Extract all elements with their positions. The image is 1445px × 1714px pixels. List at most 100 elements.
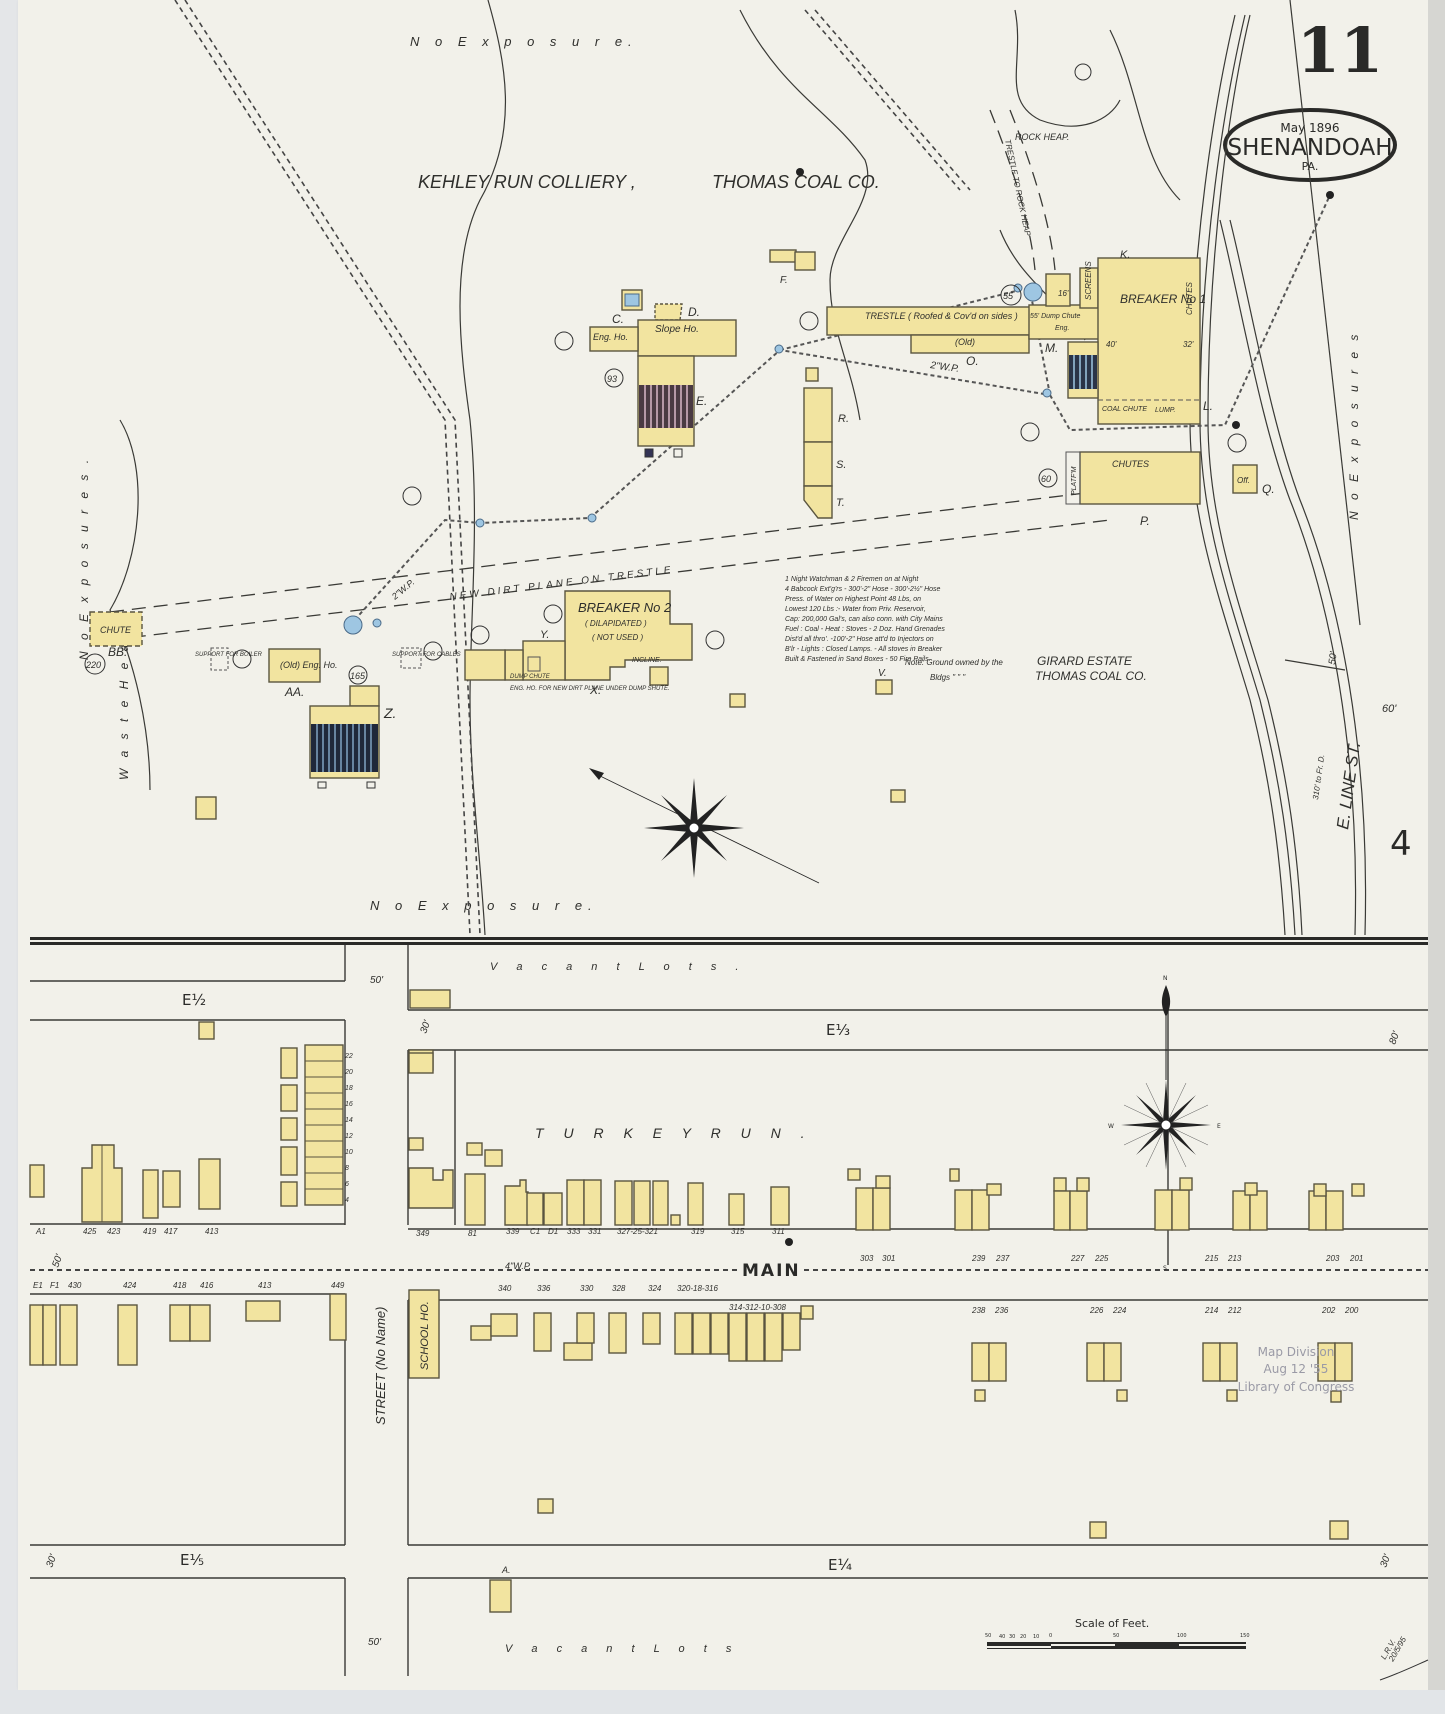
trestle-tracks: [174, 0, 971, 936]
svg-text:319: 319: [691, 1227, 705, 1236]
svg-text:238: 238: [971, 1306, 986, 1315]
svg-text:Map Division: Map Division: [1258, 1345, 1335, 1359]
letter-m: M.: [1045, 341, 1058, 355]
support-boiler-label: SUPPORT FOR BOILER: [195, 652, 263, 658]
width-50-bottom: 50': [368, 1637, 382, 1648]
chute-bb: [89, 611, 143, 647]
main-water-pipe-label: 4"W.P.: [505, 1261, 531, 1271]
breaker-2-note: ENG. HO. FOR NEW DIRT PLANE UNDER DUMP S…: [510, 686, 670, 692]
old-engine-house-label: (Old) Eng. Ho.: [280, 660, 338, 670]
svg-text:227: 227: [1070, 1254, 1085, 1263]
letter-x: X.: [589, 683, 601, 697]
turkey-run-label: T U R K E Y R U N .: [535, 1125, 813, 1141]
blacksmith-carpenter-shed: [803, 367, 833, 519]
svg-text:Bldgs " " ": Bldgs " " ": [930, 673, 966, 682]
svg-text:N: N: [1163, 975, 1168, 982]
svg-text:50: 50: [1113, 1633, 1119, 1639]
buildings-north-of-main: [29, 989, 1365, 1231]
svg-text:B'lr - Lights : Closed Lamps.: B'lr - Lights : Closed Lamps. - All stov…: [785, 646, 943, 653]
old-engine-house: [268, 648, 321, 683]
svg-text:20: 20: [344, 1069, 353, 1076]
svg-text:10: 10: [345, 1149, 353, 1156]
fire-plug-icon: [372, 618, 382, 628]
width-80: 80': [1387, 1029, 1402, 1046]
height-93: 93: [607, 374, 617, 384]
compass-rose-top: [589, 768, 820, 884]
pipe-label-2in: 2"W.P.: [929, 360, 960, 375]
street-lines: [30, 945, 1428, 1676]
street-main: MAIN: [742, 1261, 801, 1281]
svg-text:W: W: [1108, 1123, 1114, 1130]
addresses-south: E1 F1 430 424 418 416 413 449 340 336 33…: [33, 1281, 1359, 1315]
height-55: 55: [1003, 291, 1014, 301]
school-house: [408, 1289, 440, 1379]
svg-text:336: 336: [537, 1284, 551, 1293]
section-divider: [30, 937, 1428, 940]
surveyor-initials: L.R.V. 20/5/95: [1379, 1635, 1429, 1681]
svg-text:THOMAS COAL CO.: THOMAS COAL CO.: [1035, 669, 1147, 683]
svg-text:Built & Fastened in Sand Boxes: Built & Fastened in Sand Boxes - 50 Fire…: [785, 656, 931, 663]
trestle-to-rock-heap: TRESTLE TO ROCK HEAP: [1003, 139, 1032, 238]
svg-text:A1: A1: [35, 1227, 46, 1236]
water-tank-icon: [1023, 282, 1043, 302]
letter-aa: AA.: [284, 685, 304, 699]
dump-chute-label-2: DUMP CHUTE: [510, 674, 551, 680]
svg-text:0: 0: [1049, 1633, 1052, 1639]
svg-text:12: 12: [345, 1133, 353, 1140]
letter-l: L.: [1203, 399, 1213, 413]
svg-text:30: 30: [1009, 1634, 1015, 1640]
letter-d: D.: [688, 305, 700, 319]
svg-text:18: 18: [345, 1085, 353, 1092]
breaker-1-h40: 40': [1106, 340, 1117, 349]
street-e-third: E⅓: [826, 1021, 850, 1039]
letter-c: C.: [612, 312, 624, 326]
svg-text:214: 214: [1204, 1306, 1219, 1315]
breaker-chutes-label: CHUTES: [1185, 281, 1194, 315]
no-exposure-bottom: N o E x p o s u r e.: [370, 898, 598, 913]
incline-label: INCLINE.: [632, 657, 662, 664]
svg-text:150: 150: [1240, 1633, 1250, 1639]
chutes-building: [1065, 451, 1201, 505]
svg-text:328: 328: [612, 1284, 626, 1293]
svg-text:10: 10: [1033, 1634, 1039, 1640]
svg-text:327-25-321: 327-25-321: [617, 1227, 658, 1236]
building-z: [309, 685, 380, 789]
powder-house: [890, 789, 906, 803]
water-tank-icon: [343, 615, 363, 635]
hydrant-icon: [1232, 421, 1240, 429]
svg-text:22: 22: [344, 1053, 353, 1060]
svg-text:413: 413: [258, 1281, 272, 1290]
chute-label: CHUTE: [100, 625, 132, 635]
e-line-street-label: E. LINE ST.: [1333, 741, 1364, 831]
svg-text:20: 20: [1020, 1634, 1026, 1640]
svg-text:6: 6: [345, 1181, 349, 1188]
svg-text:GIRARD ESTATE: GIRARD ESTATE: [1037, 654, 1133, 668]
svg-text:4: 4: [345, 1197, 349, 1204]
street-e-fourth: E¼: [828, 1556, 852, 1574]
svg-text:Scale of Feet.: Scale of Feet.: [1075, 1617, 1149, 1630]
svg-text:Cap: 200,000 Gal's, can also c: Cap: 200,000 Gal's, can also conn. with …: [785, 616, 943, 623]
width-50-top: 50': [370, 975, 384, 986]
svg-text:425: 425: [83, 1227, 97, 1236]
ownership-note: Note: Ground owned by the GIRARD ESTATE …: [905, 654, 1147, 683]
svg-text:225: 225: [1094, 1254, 1109, 1263]
svg-text:314-312-10-308: 314-312-10-308: [729, 1303, 786, 1312]
letter-q: Q.: [1262, 482, 1275, 496]
breaker-1-label: BREAKER No 1: [1120, 292, 1206, 306]
fire-plug-icon: [587, 513, 597, 523]
buildings-south-of-main: [29, 1293, 1353, 1613]
svg-text:301: 301: [882, 1254, 895, 1263]
distance-note: 310' to Fr. D.: [1311, 754, 1326, 801]
fan-house: [769, 249, 816, 271]
svg-text:419: 419: [143, 1227, 157, 1236]
breaker-2-label: BREAKER No 2: [578, 600, 672, 615]
trestle-old: (Old): [955, 337, 975, 347]
railroad-tracks: [1189, 0, 1367, 936]
slope-house-label: Slope Ho.: [655, 324, 699, 335]
hydrant-icon: [796, 168, 804, 176]
svg-text:Library of Congress: Library of Congress: [1238, 1380, 1355, 1394]
street-no-name: STREET (No Name): [373, 1307, 388, 1425]
letter-r: R.: [838, 413, 849, 425]
vacant-lots-bottom: V a c a n t L o t s: [505, 1643, 739, 1655]
svg-text:215: 215: [1204, 1254, 1219, 1263]
